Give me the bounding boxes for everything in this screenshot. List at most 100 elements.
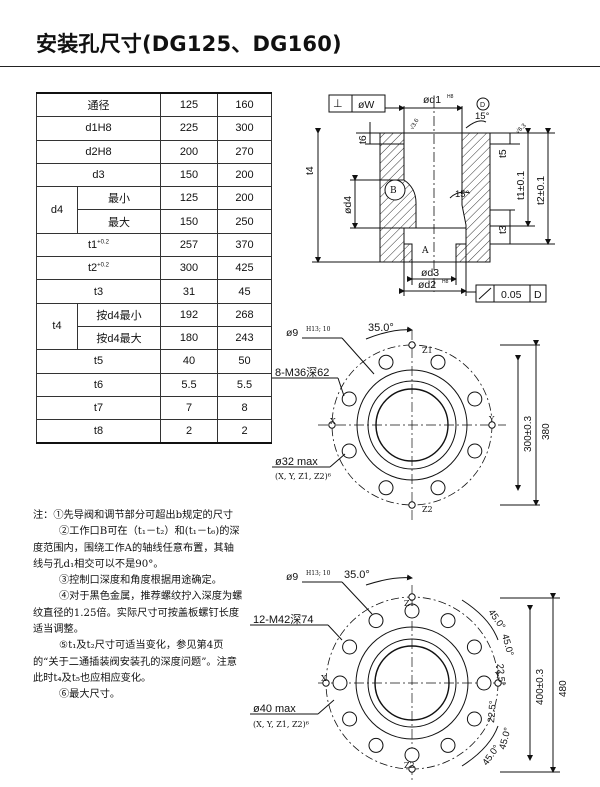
section-right-wall [455, 132, 491, 263]
plan-view-160-labels: ø9 H13; 10 35.0° 12-M42深74 ø40 max (X, Y… [253, 569, 569, 770]
v2-dia-note: (X, Y, Z1, Z2)⁶ [253, 720, 309, 729]
note-1: 注：①先导阀和调节部分可超出b规定的尺寸 [33, 510, 234, 521]
bolt-hole [378, 354, 394, 370]
bolt-hole [440, 613, 456, 629]
v2-z2: Z2 [404, 761, 415, 770]
row-label-text: t2 [87, 262, 98, 275]
v2-hole-tol: H13; 10 [306, 570, 331, 577]
row-label-text: t6 [93, 378, 104, 391]
section-labels: ⊥ øW ød1 H8 D 15° 15° B A ød3 ød2 H8 0.0… [304, 94, 547, 301]
v2-angle: 35.0° [344, 569, 370, 581]
row-label: d1H8 [36, 116, 161, 141]
note-2: ②工作口B可在（t₁－t₂）和(t₁－t₆)的深度范围内，围绕工作A的轴线任意布… [33, 526, 240, 570]
bolt-hole [368, 737, 384, 753]
bolt-hole [430, 480, 446, 496]
fcf-w: øW [358, 99, 374, 111]
value-160: 243 [217, 325, 272, 351]
row-label-tolerance: +0.2 [97, 262, 110, 269]
value-125: 225 [160, 116, 218, 141]
port-b: B [390, 186, 397, 196]
v2-dim1: 400±0.3 [535, 668, 546, 705]
title-divider [0, 66, 600, 67]
bolt-hole [467, 443, 483, 459]
v1-dia: ø32 max [275, 456, 318, 468]
v2-thread: 12-M42深74 [253, 613, 314, 626]
value-125: 5.5 [160, 372, 218, 397]
bolt-hole [404, 747, 420, 763]
value-160: 5.5 [217, 372, 272, 397]
v2-a225a: 22.5° [494, 663, 507, 686]
port-a: A [421, 246, 429, 256]
plan-view-125-labels: ø9 H13; 10 35.0° 8-M36深62 ø32 max (X, Y,… [275, 322, 552, 514]
table-header-row: 通径 125 160 [36, 92, 272, 118]
d1-sup: H8 [447, 94, 454, 100]
v1-thread: 8-M36深62 [275, 366, 329, 379]
bolt-hole [440, 737, 456, 753]
control-port [408, 593, 416, 601]
angle-top: 15° [475, 111, 490, 122]
bolt-hole [430, 354, 446, 370]
angle-mid: 15° [455, 189, 470, 200]
v1-dim1: 300±0.3 [523, 415, 534, 452]
t1-label: t1±0.1 [515, 171, 527, 200]
v2-y: Y [494, 671, 501, 680]
v1-hole-tol: H13; 10 [306, 326, 331, 333]
v2-a45c: 45.0° [497, 726, 513, 751]
v1-z2: Z2 [422, 505, 433, 514]
bolt-hole [378, 480, 394, 496]
t4-label: t4 [304, 166, 316, 175]
row-label-text: t3 [93, 285, 104, 298]
row-label-text: d3 [92, 169, 105, 182]
row-label-text: t5 [93, 355, 104, 368]
value-125: 192 [160, 302, 218, 327]
row-label: t7 [36, 395, 161, 421]
v2-a45b: 45.0° [499, 633, 515, 658]
note-3: ③控制口深度和角度根据用途确定。 [59, 575, 222, 587]
plan-view-125 [272, 326, 540, 520]
row-label-tolerance: +0.2 [97, 239, 110, 246]
note-5: ⑤t₁及t₂尺寸可适当变化，参见第4页的“关于二通插装阀安装孔的深度问题”。注意… [33, 640, 237, 684]
value-160: 200 [217, 186, 272, 211]
bolt-hole [467, 391, 483, 407]
bolt-hole [342, 711, 358, 727]
fcf-value: 0.05 [501, 289, 522, 301]
value-160: 2 [217, 419, 272, 445]
control-port [494, 679, 502, 687]
d1-label: ød1 [423, 94, 441, 106]
value-160: 300 [217, 116, 272, 141]
value-160: 45 [217, 279, 272, 304]
roughness-1: √3.6 [409, 117, 421, 131]
bolt-hole [368, 613, 384, 629]
d2-label: ød2 [418, 279, 436, 291]
value-125: 300 [160, 256, 218, 281]
value-160: 50 [217, 349, 272, 374]
control-port [408, 501, 416, 509]
control-port [408, 341, 416, 349]
note-4: ④对于黑色金属，推荐螺纹拧入深度为螺纹直径的1.25倍。实际尺寸可按盖板螺钉长度… [33, 591, 243, 636]
bolt-hole [466, 639, 482, 655]
bolt-hole [404, 603, 420, 619]
bolt-hole [342, 639, 358, 655]
v1-dia-note: (X, Y, Z1, Z2)⁶ [275, 472, 331, 481]
bolt-hole [341, 443, 357, 459]
row-label-text: t7 [93, 402, 104, 414]
note-6: ⑥最大尺寸。 [59, 689, 121, 701]
v2-hole: ø9 [286, 571, 298, 583]
perp-symbol: ⊥ [333, 98, 343, 110]
v1-angle: 35.0° [368, 322, 394, 334]
row-label-text: t8 [93, 425, 104, 438]
value-125: 7 [160, 395, 218, 421]
value-160: 8 [217, 395, 272, 421]
row-label: t2+0.2 [36, 256, 161, 281]
control-port [322, 679, 330, 687]
v2-z1: Z1 [404, 599, 415, 608]
v2-x: X [321, 674, 327, 683]
d4-label: ød4 [342, 196, 354, 214]
t2-label: t2±0.1 [535, 176, 547, 205]
